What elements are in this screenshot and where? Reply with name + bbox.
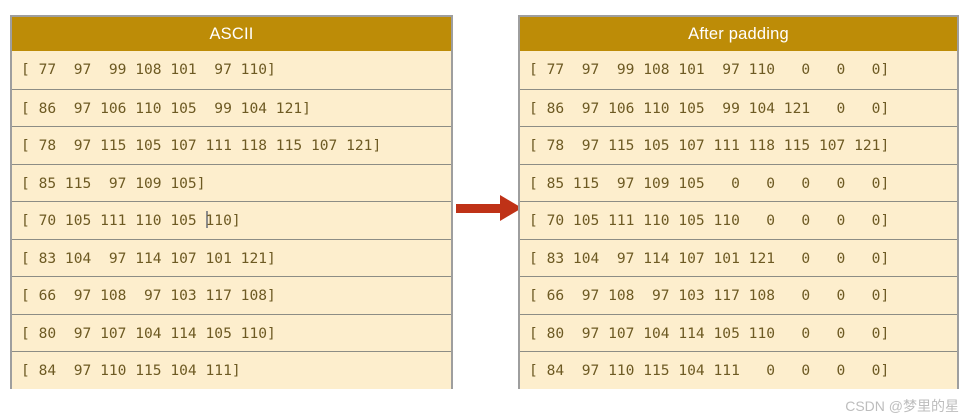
row-text-after-caret: 110] — [205, 212, 241, 229]
table-row: [ 84 97 110 115 104 111 0 0 0 0] — [520, 351, 957, 389]
table-row: [ 78 97 115 105 107 111 118 115 107 121] — [12, 126, 451, 164]
table-row: [ 86 97 106 110 105 99 104 121 0 0] — [520, 88, 957, 126]
table-row: [ 80 97 107 104 114 105 110 0 0 0] — [520, 313, 957, 351]
arrow-head — [500, 195, 522, 221]
table-row: [ 84 97 110 115 104 111] — [12, 351, 451, 389]
watermark: CSDN @梦里的星 — [845, 398, 959, 414]
table-row: [ 66 97 108 97 103 117 108] — [12, 276, 451, 314]
table-row: [ 78 97 115 105 107 111 118 115 107 121] — [520, 126, 957, 164]
table-row: [ 85 115 97 109 105] — [12, 163, 451, 201]
padded-table-panel: After padding [ 77 97 99 108 101 97 110 … — [518, 15, 959, 389]
padded-table-header: After padding — [520, 17, 957, 51]
ascii-table-rows: [ 77 97 99 108 101 97 110][ 86 97 106 11… — [12, 51, 451, 389]
table-row: [ 80 97 107 104 114 105 110] — [12, 313, 451, 351]
arrow-shaft — [456, 204, 502, 213]
table-row: [ 86 97 106 110 105 99 104 121] — [12, 88, 451, 126]
right-arrow-icon — [456, 195, 522, 221]
ascii-table-header: ASCII — [12, 17, 451, 51]
table-row: [ 70 105 111 110 105 110 0 0 0 0] — [520, 201, 957, 239]
ascii-table-panel: ASCII [ 77 97 99 108 101 97 110][ 86 97 … — [10, 15, 453, 389]
table-row: [ 66 97 108 97 103 117 108 0 0 0] — [520, 276, 957, 314]
table-row: [ 77 97 99 108 101 97 110] — [12, 51, 451, 89]
table-row: [ 83 104 97 114 107 101 121 0 0 0] — [520, 238, 957, 276]
table-row: [ 85 115 97 109 105 0 0 0 0 0] — [520, 163, 957, 201]
text-caret — [205, 211, 208, 228]
table-row: [ 77 97 99 108 101 97 110 0 0 0] — [520, 51, 957, 89]
padded-table-rows: [ 77 97 99 108 101 97 110 0 0 0][ 86 97 … — [520, 51, 957, 389]
row-text: [ 70 105 111 110 105 — [21, 212, 206, 229]
table-row: [ 83 104 97 114 107 101 121] — [12, 238, 451, 276]
table-row: [ 70 105 111 110 105 110] — [12, 201, 451, 239]
